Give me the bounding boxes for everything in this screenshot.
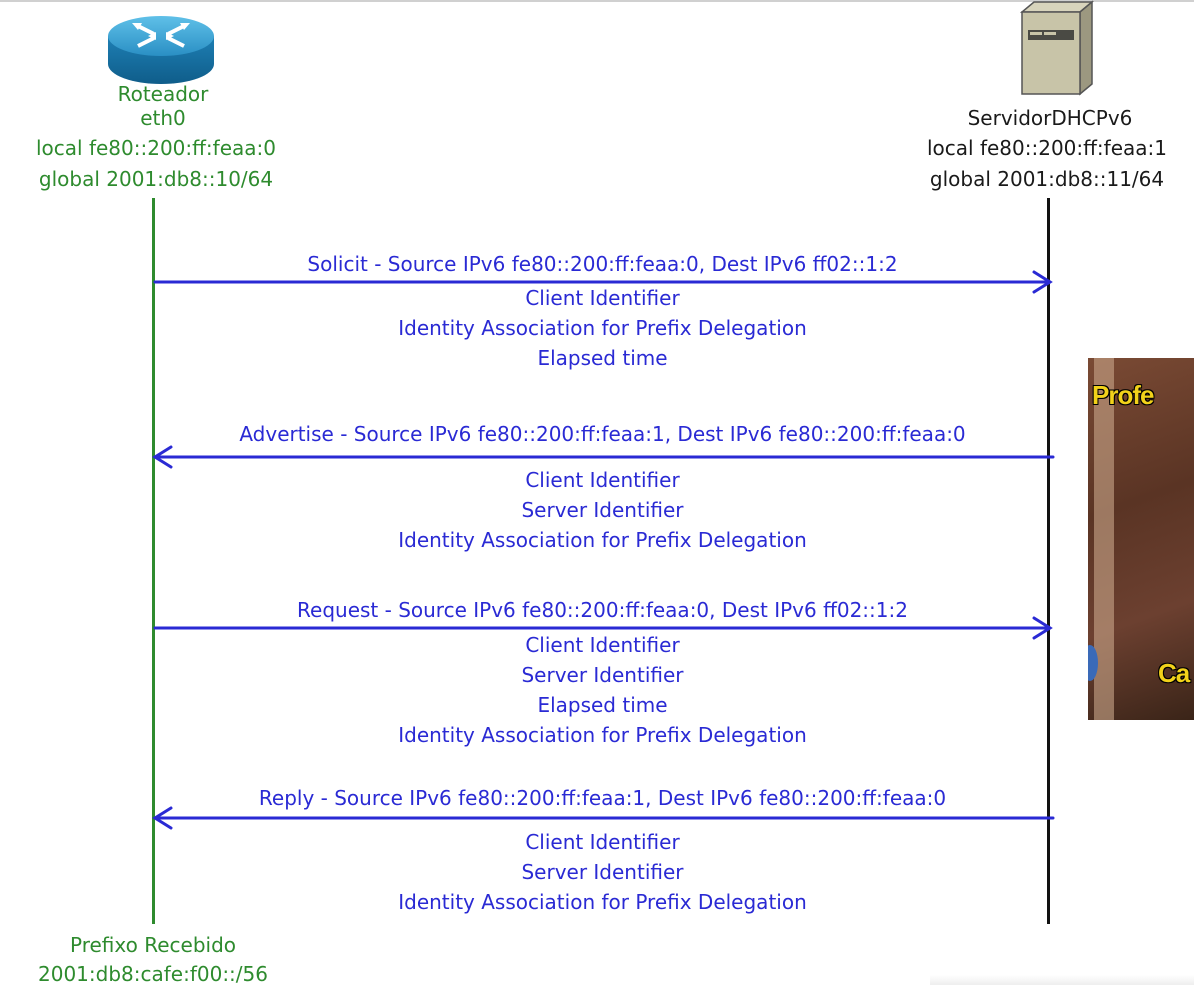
option-item: Elapsed time (537, 346, 668, 370)
server-icon (1019, 0, 1094, 96)
request-label: Request - Source IPv6 fe80::200:ff:feaa:… (297, 598, 908, 622)
option-item: Server Identifier (521, 860, 684, 884)
reply-options: Client Identifier Server Identifier Iden… (155, 827, 1050, 917)
thumbnail-blue-shape (1088, 645, 1098, 681)
reply-arrowhead (152, 806, 173, 830)
top-border (0, 0, 1194, 2)
router-name: Roteador (117, 82, 209, 106)
option-item: Client Identifier (525, 633, 680, 657)
prefix-value: 2001:db8:cafe:f00::/56 (38, 962, 268, 986)
video-thumbnail[interactable]: Profe Ca (1088, 358, 1194, 720)
option-item: Server Identifier (521, 498, 684, 522)
server-lifeline (1047, 198, 1050, 924)
thumbnail-bottom-text: Ca (1158, 658, 1190, 688)
router-local-address: local fe80::200:ff:feaa:0 (36, 136, 276, 160)
reply-label: Reply - Source IPv6 fe80::200:ff:feaa:1,… (258, 786, 947, 810)
option-item: Server Identifier (521, 663, 684, 687)
router-lifeline (152, 198, 155, 924)
thumbnail-top-text: Profe (1092, 380, 1154, 410)
request-arrowhead (1032, 616, 1053, 640)
option-item: Identity Association for Prefix Delegati… (398, 723, 807, 747)
option-item: Identity Association for Prefix Delegati… (398, 890, 807, 914)
option-item: Client Identifier (525, 830, 680, 854)
server-local-address: local fe80::200:ff:feaa:1 (927, 136, 1167, 160)
router-global-address: global 2001:db8::10/64 (38, 167, 274, 191)
option-item: Elapsed time (537, 693, 668, 717)
router-icon (108, 16, 214, 84)
advertise-label: Advertise - Source IPv6 fe80::200:ff:fea… (239, 422, 966, 446)
advertise-arrowhead (152, 445, 173, 469)
server-name: ServidorDHCPv6 (967, 106, 1133, 130)
solicit-arrowhead (1032, 270, 1053, 294)
option-item: Identity Association for Prefix Delegati… (398, 316, 807, 340)
option-item: Client Identifier (525, 286, 680, 310)
router-interface: eth0 (140, 106, 186, 130)
request-options: Client Identifier Server Identifier Elap… (155, 630, 1050, 750)
option-item: Client Identifier (525, 468, 680, 492)
server-global-address: global 2001:db8::11/64 (929, 167, 1165, 191)
advertise-options: Client Identifier Server Identifier Iden… (155, 465, 1050, 555)
bottom-shadow (930, 975, 1194, 985)
prefix-title: Prefixo Recebido (70, 933, 236, 957)
solicit-options: Client Identifier Identity Association f… (155, 283, 1050, 373)
solicit-label: Solicit - Source IPv6 fe80::200:ff:feaa:… (307, 252, 898, 276)
thumbnail-wall-stripe (1094, 358, 1114, 720)
option-item: Identity Association for Prefix Delegati… (398, 528, 807, 552)
